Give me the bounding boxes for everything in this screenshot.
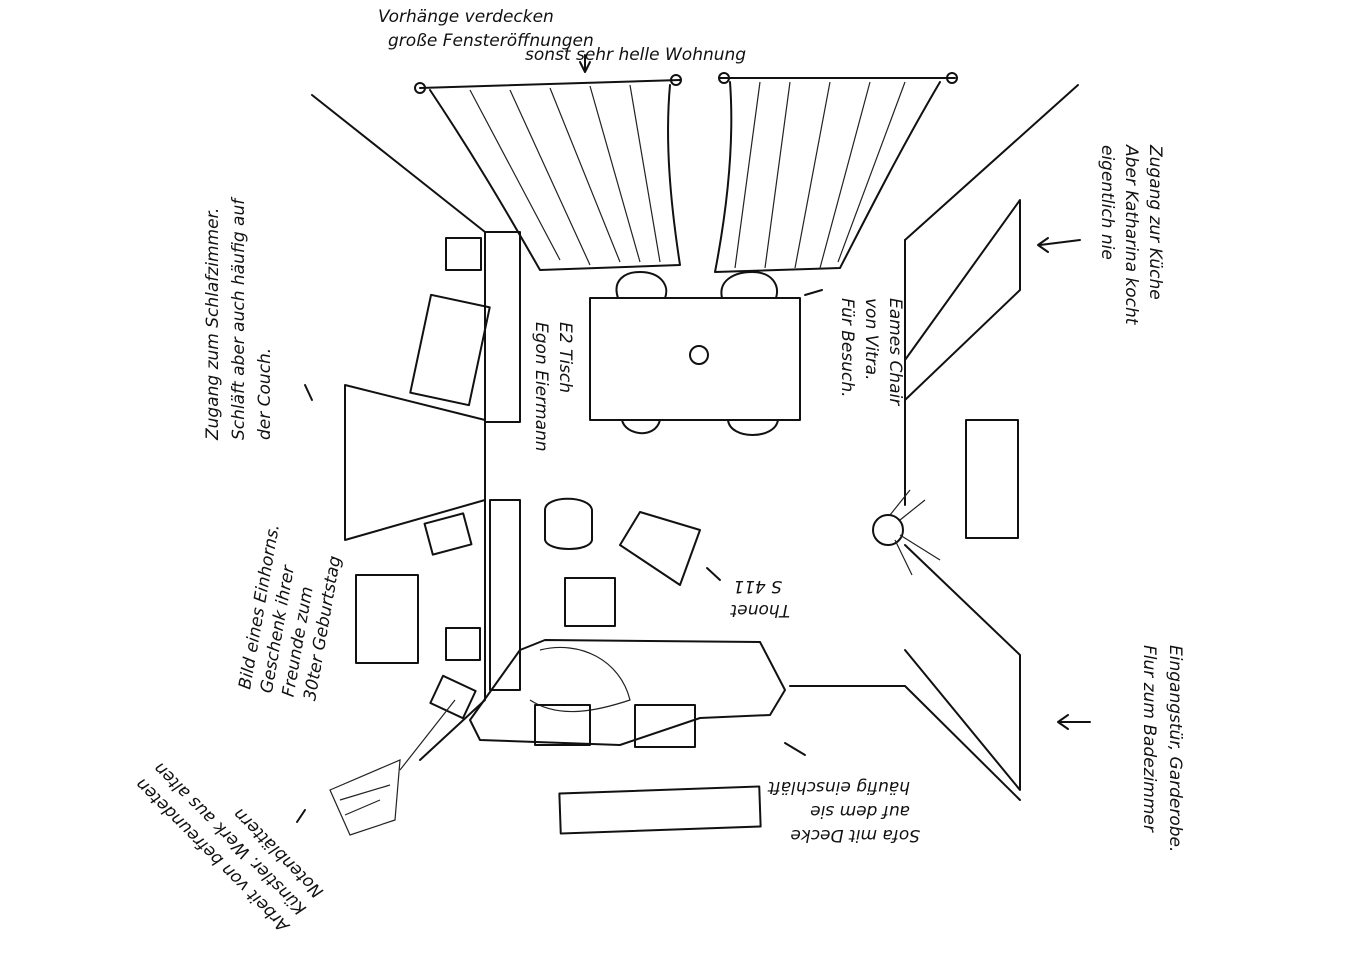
doors <box>344 199 1021 791</box>
label-line: Zugang zum Schlafzimmer. <box>203 208 223 441</box>
label-table: E2 Tisch Egon Eiermann <box>531 322 575 452</box>
label-line: von Vitra. <box>861 298 881 380</box>
room-walls <box>311 84 1079 801</box>
label-line: große Fensteröffnungen <box>388 31 594 51</box>
label-line: Vorhänge verdecken <box>378 7 554 27</box>
shelves <box>409 231 521 720</box>
label-line: S 411 <box>733 576 782 596</box>
label-eames: Eames Chair von Vitra. Für Besuch. <box>837 298 905 406</box>
label-line: der Couch. <box>255 348 275 440</box>
label-line: Sofa mit Decke <box>790 825 920 845</box>
label-line: Zugang zur Küche <box>1145 144 1165 300</box>
curtain-left <box>429 84 681 271</box>
label-entrance: Eingangstür, Garderobe. Flur zum Badezim… <box>1139 645 1185 852</box>
curtain-rods <box>414 72 958 94</box>
label-line: eigentlich nie <box>1097 145 1117 260</box>
label-line: auf dem sie <box>810 801 910 821</box>
label-thonet: Thonet S 411 <box>729 576 790 620</box>
label-line: Eames Chair <box>885 298 905 406</box>
label-line: Eingangstür, Garderobe. <box>1165 645 1185 852</box>
label-line: sonst sehr helle Wohnung <box>525 45 746 65</box>
dining-table <box>589 271 801 436</box>
label-line: E2 Tisch <box>555 322 575 393</box>
label-line: Flur zum Badezimmer <box>1139 645 1159 833</box>
label-unicorn: Bild eines Einhorns. Geschenk ihrer Freu… <box>235 523 345 703</box>
label-line: Schläft aber auch häufig auf <box>229 196 249 440</box>
label-line: Für Besuch. <box>837 298 857 398</box>
artwork-sculpture <box>329 699 456 836</box>
label-line: Aber Katharina kocht <box>1121 144 1141 326</box>
label-kitchen: Zugang zur Küche Aber Katharina kocht ei… <box>1097 144 1165 326</box>
label-sofa: Sofa mit Decke auf dem sie häufig einsch… <box>767 777 920 845</box>
label-line: Egon Eiermann <box>531 322 551 452</box>
plant <box>872 489 941 576</box>
chairs-and-sofa <box>469 497 786 835</box>
curtain-right <box>714 81 941 273</box>
label-line: häufig einschläft <box>767 777 910 797</box>
label-line: Thonet <box>729 600 790 620</box>
label-line: Künstler. Werk aus alten <box>150 758 311 919</box>
arrows <box>296 54 1091 823</box>
label-bedroom: Zugang zum Schlafzimmer. Schläft aber au… <box>203 196 275 441</box>
label-artwork: Arbeit von befreundeten Künstler. Werk a… <box>132 758 328 936</box>
label-curtains: Vorhänge verdecken große Fensteröffnunge… <box>378 7 746 65</box>
